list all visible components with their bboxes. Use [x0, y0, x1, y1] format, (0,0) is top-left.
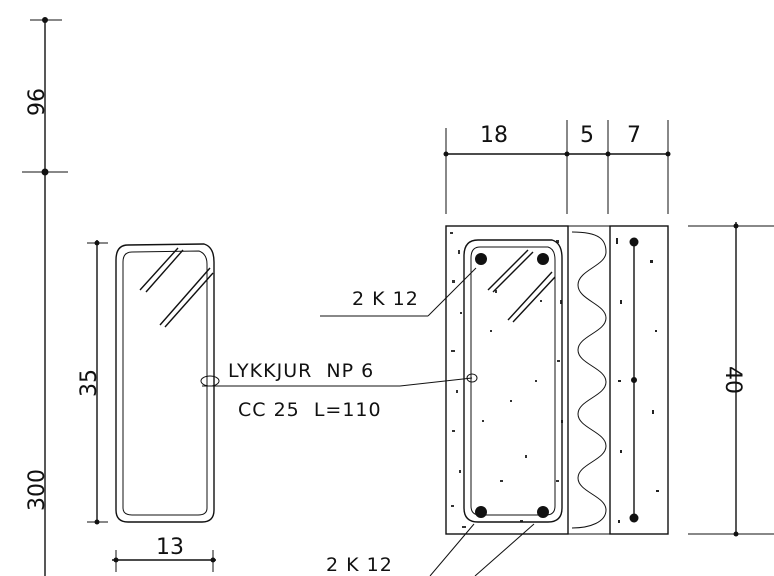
wall-height-dimension	[688, 222, 774, 537]
rebar-top-label: 2 K 12	[352, 288, 419, 310]
dimension-label-18: 18	[480, 123, 508, 148]
rebar-bottom-right	[537, 506, 549, 518]
dimension-label-35: 35	[77, 369, 102, 397]
dimension-label-7: 7	[627, 123, 641, 148]
outer-leaf	[609, 225, 669, 535]
rebar-bottom-label: 2 K 12	[326, 554, 393, 576]
rebar-bottom-leader	[429, 523, 535, 576]
rebar-top-right	[537, 253, 549, 265]
dimension-label-5: 5	[580, 123, 594, 148]
dimension-label-13: 13	[156, 535, 184, 560]
dimension-label-40: 40	[720, 366, 745, 394]
stirrup-note-line2: CC 25 L=110	[238, 399, 382, 421]
dimension-label-96: 96	[25, 88, 50, 116]
stirrup-detail	[115, 243, 215, 523]
rebar-bottom-left	[475, 506, 487, 518]
dimension-label-300: 300	[25, 469, 50, 511]
stirrup-note-line1: LYKKJUR NP 6	[228, 360, 374, 382]
stirrup-width-dimension	[112, 550, 216, 572]
rebar-top-leader	[320, 267, 477, 317]
wall-section	[445, 225, 669, 535]
insulation-layer	[571, 231, 607, 529]
top-dimension-chain	[443, 120, 671, 214]
rebar-top-left	[475, 253, 487, 265]
left-dimension-line	[22, 17, 68, 576]
stirrup-height-dimension	[87, 240, 108, 525]
stirrup-note-leader	[200, 373, 478, 387]
